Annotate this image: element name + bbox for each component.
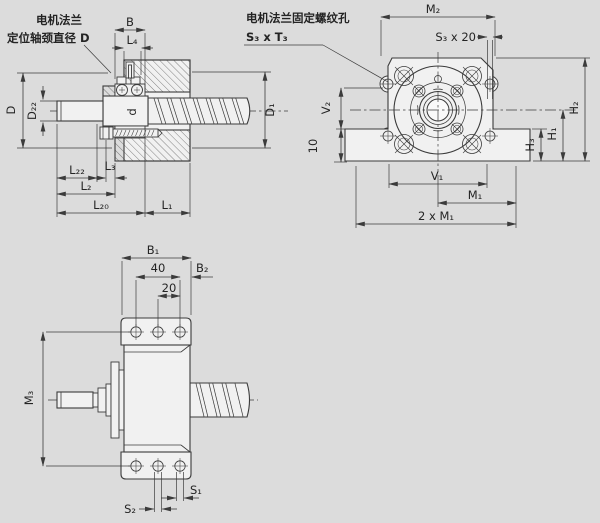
inner-bolt-holes [412, 84, 464, 136]
motor-flange-note-line2: 定位轴颈直径 D [7, 31, 90, 45]
motor-flange-note: 电机法兰 定位轴颈直径 D [7, 13, 112, 74]
dim-h3-label: H₃ [523, 138, 537, 152]
dim-40-label: 40 [151, 261, 166, 275]
front-view: M₂ S₃ x 20 V₂ 10 H₂ H₁ H₃ V₁ M₁ [244, 2, 590, 228]
top-view-dimensions: M₃ B₁ 40 B₂ 20 S₁ S₂ [22, 243, 213, 516]
dim-b1-label: B₁ [147, 243, 160, 257]
thread-note-line2: S₃ x T₃ [246, 30, 288, 44]
mounting-holes [128, 324, 188, 474]
dim-l2-label: L₂ [80, 179, 91, 193]
dim-b-label: B [126, 15, 134, 29]
dim-l4-label: L₄ [126, 33, 137, 47]
dim-m2-label: M₂ [426, 2, 441, 16]
ball-screw-stub [189, 382, 251, 418]
ball-screw-section [147, 97, 251, 125]
side-section-view: B L₄ D D₂₂ d D₁ L₂₂ [4, 13, 288, 217]
dim-d1-label: D₁ [263, 103, 277, 116]
top-view: M₃ B₁ 40 B₂ 20 S₁ S₂ [22, 243, 258, 516]
fixing-bolt [99, 126, 163, 140]
dim-l1-label: L₁ [161, 198, 172, 212]
dim-l20-label: L₂₀ [93, 198, 109, 212]
dim-h1-label: H₁ [545, 127, 559, 140]
s3-threaded-holes [394, 66, 482, 154]
note-leader-line [83, 44, 112, 74]
corner-bolt-holes [380, 76, 498, 144]
dim-l22-label: L₂₂ [69, 163, 85, 177]
motor-flange-note-line1: 电机法兰 [36, 13, 82, 27]
dim-h2-label: H₂ [567, 101, 581, 114]
note-leader-line [322, 44, 389, 83]
dim-s2-label: S₂ [124, 502, 136, 516]
dim-v2-label: V₂ [319, 102, 333, 114]
dim-shaft-d-label: d [125, 108, 139, 115]
dim-d-label: D [4, 105, 18, 114]
front-view-dimensions: M₂ S₃ x 20 V₂ 10 H₂ H₁ H₃ V₁ M₁ [306, 2, 590, 228]
dim-s1-label: S₁ [190, 483, 202, 497]
dim-m1-label: M₁ [468, 188, 483, 202]
top-mounting-flange [120, 317, 192, 346]
dim-l3-label: L₃ [104, 159, 115, 173]
thread-note: 电机法兰固定螺纹孔 S₃ x T₃ [244, 11, 389, 83]
dim-b2-label: B₂ [196, 261, 209, 275]
dim-s3x20-label: S₃ x 20 [435, 30, 476, 44]
dim-10-label: 10 [306, 139, 320, 154]
shaft-and-flange [56, 361, 125, 439]
drive-shaft [56, 100, 104, 122]
housing-top-outline [123, 344, 191, 453]
bottom-mounting-flange [120, 451, 192, 480]
dim-v1-label: V₁ [431, 169, 443, 183]
thread-note-line1: 电机法兰固定螺纹孔 [246, 11, 350, 25]
dim-d22-label: D₂₂ [25, 102, 39, 120]
dim-2xm1-label: 2 x M₁ [418, 209, 454, 223]
dim-m3-label: M₃ [22, 390, 36, 405]
dim-20-label: 20 [162, 281, 177, 295]
side-view-dimensions: B L₄ D D₂₂ d D₁ L₂₂ [4, 15, 277, 217]
